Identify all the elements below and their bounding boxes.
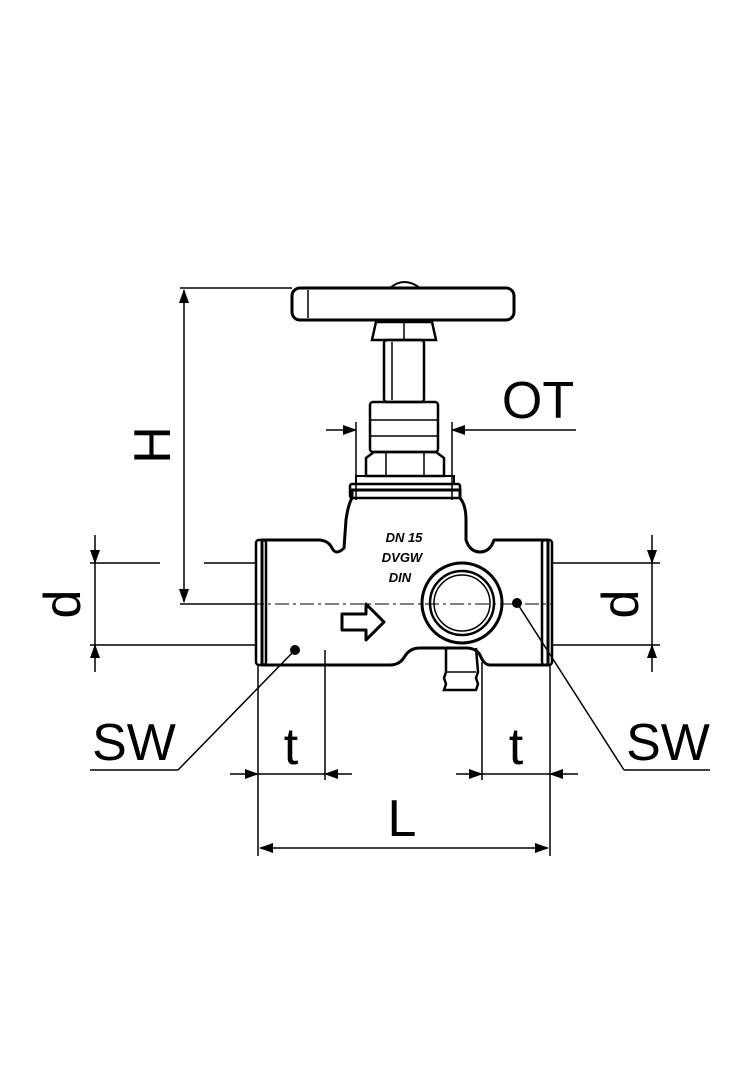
dimension-l-label: L [388,790,417,848]
marking-line-3: DIN [389,570,412,585]
dimension-sw-right-label: SW [626,714,710,772]
valve-body [254,488,554,667]
valve-handwheel [290,281,516,322]
test-port [420,561,504,645]
dimension-ot: OT [326,372,576,500]
dimension-h: H [124,287,292,605]
dimension-d-right-label: d [592,590,650,619]
dimension-sw-left-label: SW [92,714,176,772]
dimension-d-left: d [34,535,256,672]
dimension-l: L [257,665,551,856]
valve-bonnet [348,400,462,500]
dimension-t-left-label: t [284,718,299,776]
dimension-t-right: t [456,662,578,780]
dimension-d-right: d [552,535,660,672]
dimension-h-label: H [124,426,182,464]
dimension-sw-left: SW [90,649,296,772]
flow-direction-arrow [340,602,386,642]
marking-line-2: DVGW [382,550,424,565]
marking-line-1: DN 15 [386,530,424,545]
dimension-t-right-label: t [509,718,524,776]
body-marking: DN 15 DVGW DIN [382,530,424,585]
valve-spindle [370,320,438,404]
drain-nipple [442,647,480,692]
dimension-ot-label: OT [502,372,574,430]
dimension-sw-right: SW [516,602,710,772]
dimension-d-left-label: d [34,590,92,619]
dimension-t-left: t [230,650,352,780]
